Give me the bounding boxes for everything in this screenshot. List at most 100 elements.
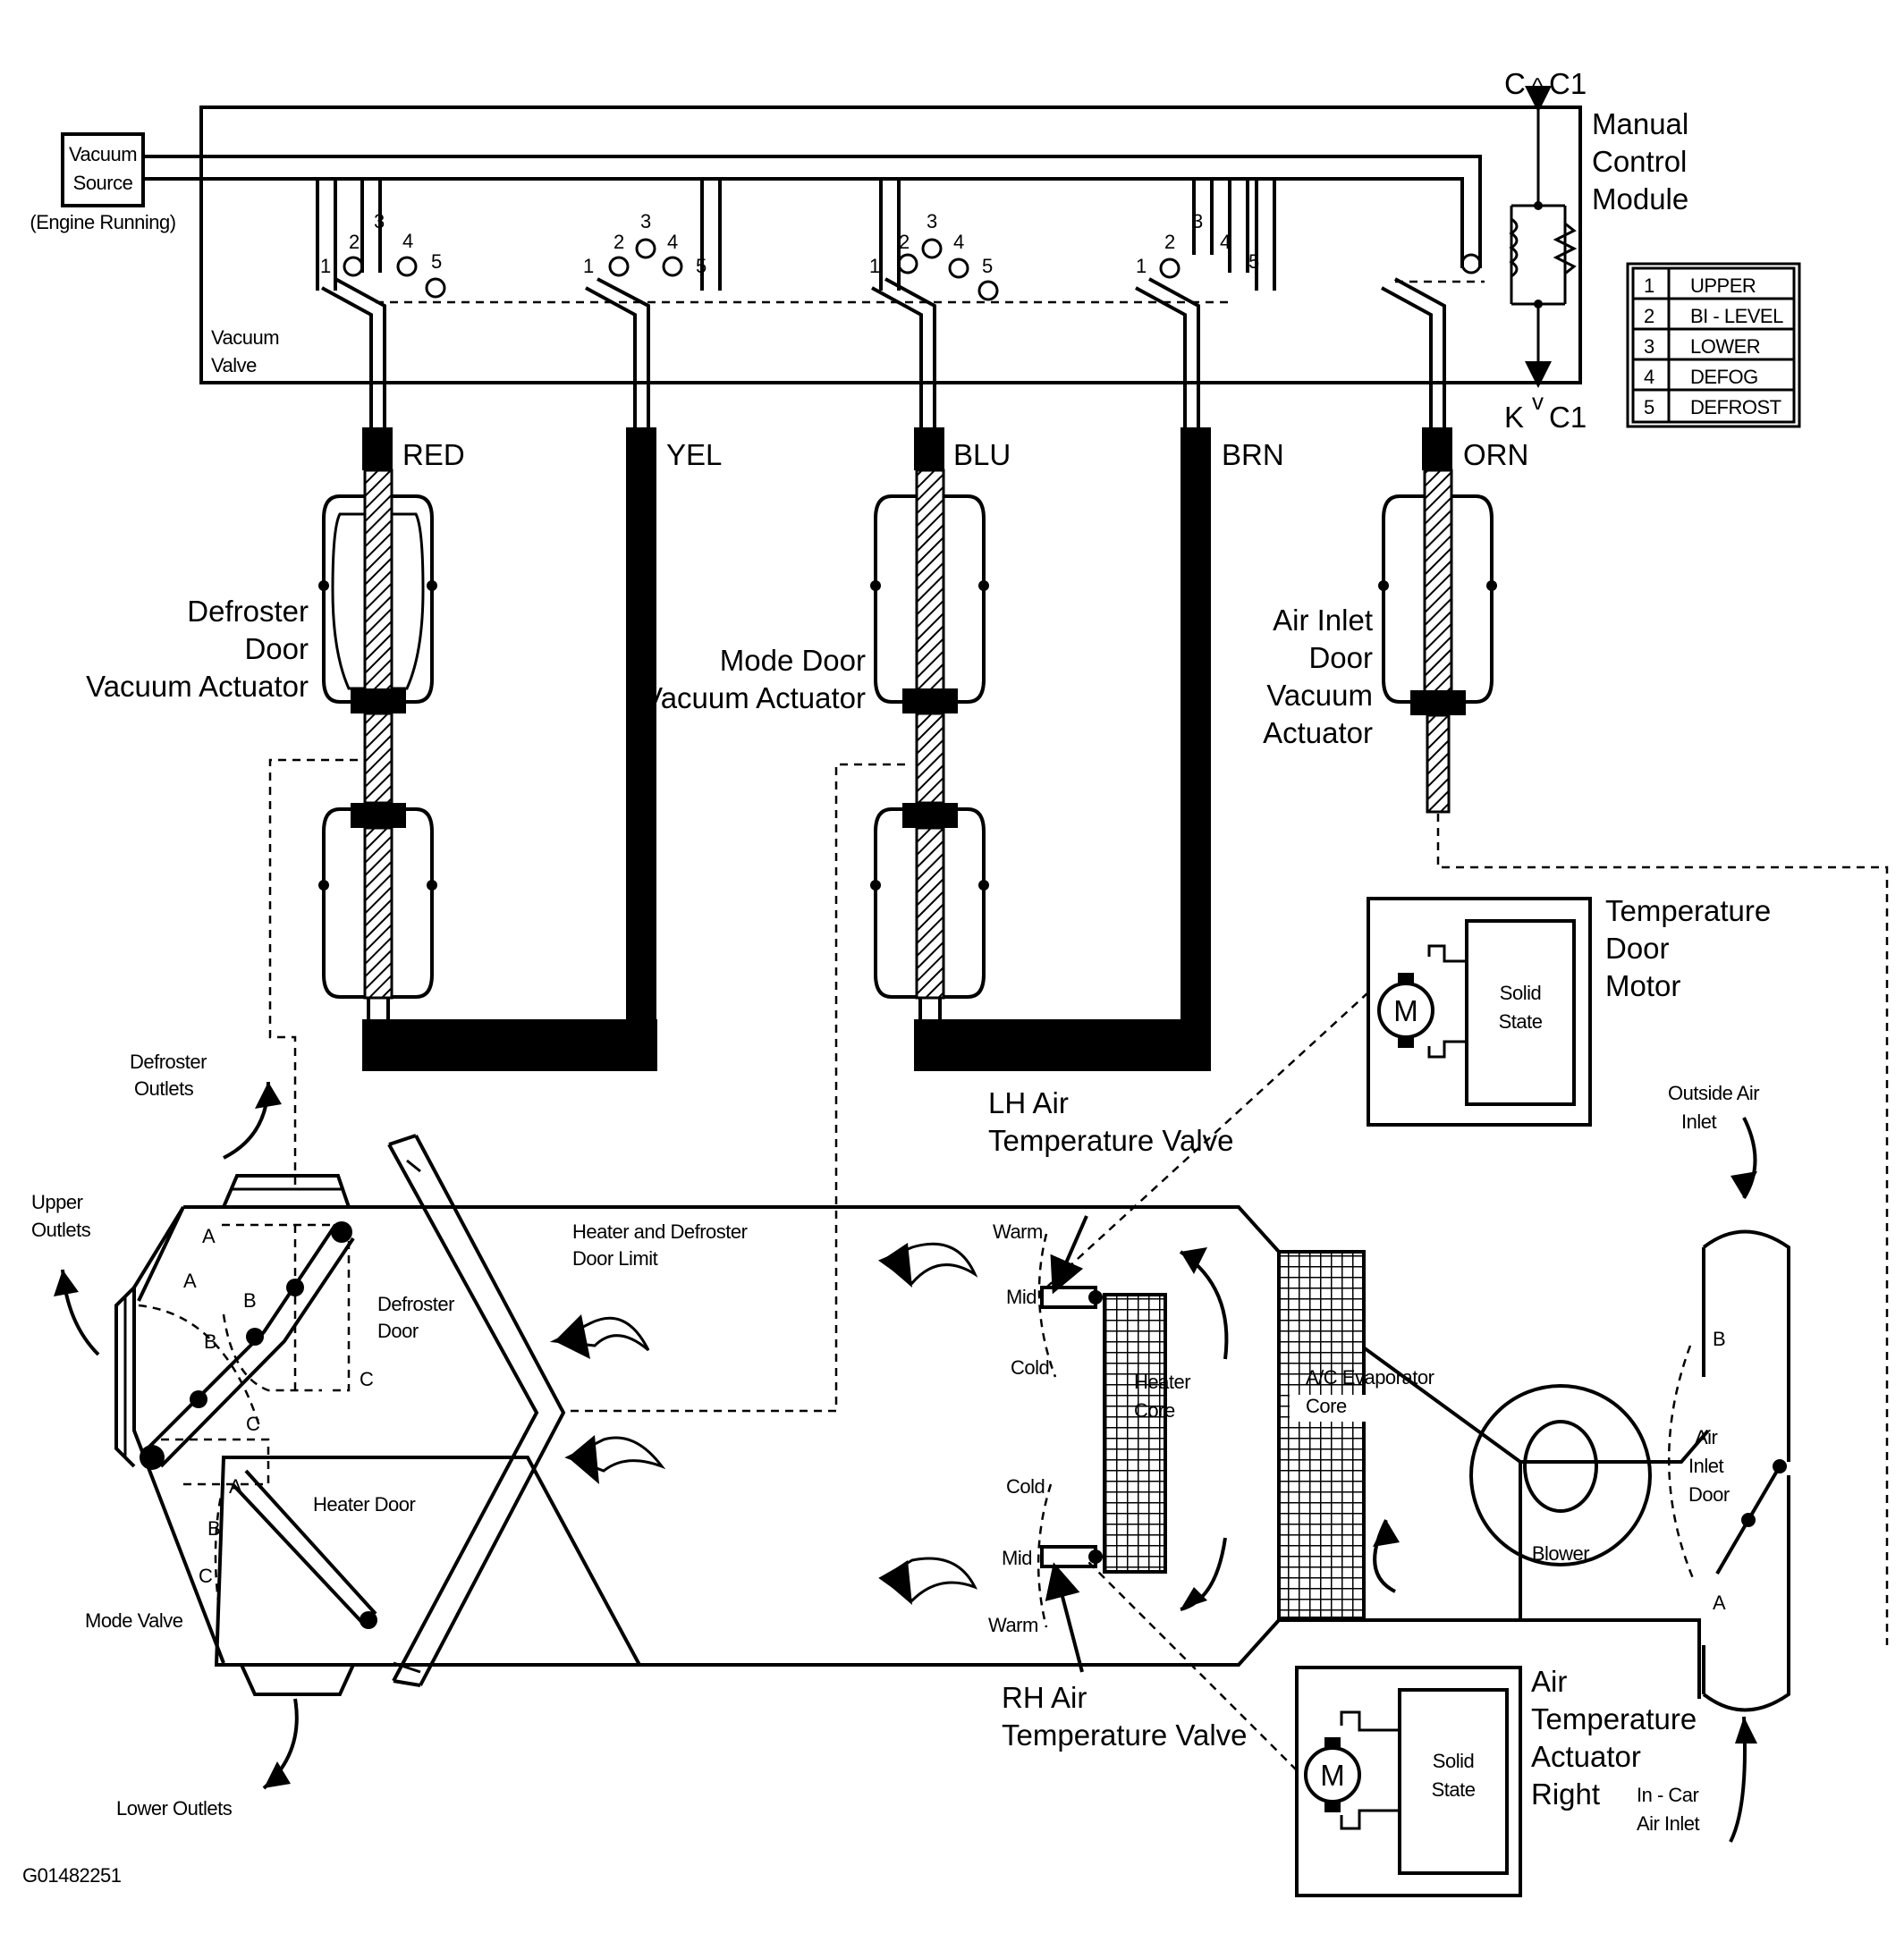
port-5-label: 5 [431, 250, 442, 273]
lower-outlets-label: Lower Outlets [116, 1797, 233, 1820]
heater-core-label-2: Core [1134, 1399, 1175, 1422]
vacuum-manifold [143, 155, 1482, 291]
hose-blu-label: BLU [953, 438, 1011, 471]
port-1-label: 1 [320, 255, 331, 277]
defroster-outlets-label-1: Defroster [130, 1051, 207, 1073]
port-3-label: 3 [640, 210, 651, 232]
legend-mode-lower: LOWER [1690, 335, 1760, 358]
temperature-door-motor: M Solid State [1367, 897, 1592, 1127]
caret-up: ^ [1532, 72, 1544, 99]
linkage-lines [268, 758, 1889, 1771]
air-temperature-actuator-right: M Solid State [1295, 1666, 1522, 1897]
blower [1469, 1384, 1652, 1566]
air-temp-actuator-label-1: Air [1531, 1665, 1567, 1698]
hose-orn-label: ORN [1463, 438, 1528, 471]
upper-outlets-label-1: Upper [31, 1191, 83, 1213]
temp-door-motor-label-1: Temperature [1605, 894, 1771, 927]
valve-levers [321, 277, 1485, 434]
air-inlet-actuator-label-4: Actuator [1263, 716, 1373, 749]
air-temp-actuator-label-4: Right [1531, 1777, 1600, 1811]
vacuum-valve-label-2: Valve [211, 354, 257, 376]
port-5-label: 5 [982, 255, 993, 277]
rh-valve-label-1: RH Air [1002, 1681, 1087, 1714]
connector-c1-bottom-label: C1 [1549, 401, 1587, 434]
legend-mode-defrost: DEFROST [1690, 396, 1781, 418]
evaporator-label-1: A/C Evaporator [1306, 1366, 1434, 1389]
manual-control-module-label-1: Manual [1592, 107, 1688, 140]
air-inlet-actuator-label-1: Air Inlet [1273, 604, 1373, 637]
port-4-label: 4 [667, 231, 678, 253]
temp-door-motor-label-3: Motor [1605, 969, 1680, 1002]
vacuum-hoses [362, 427, 1452, 1071]
port-4-label: 4 [402, 230, 413, 252]
legend-num-4: 4 [1644, 366, 1654, 388]
brown-hose [1180, 427, 1211, 1071]
air-inlet-door-label-1: Air [1695, 1426, 1718, 1448]
orange-hose-connector [1422, 427, 1452, 470]
port-2-label: 2 [614, 231, 624, 253]
defroster-actuator-label-3: Vacuum Actuator [86, 670, 309, 703]
port-1-label: 1 [869, 255, 880, 277]
port-1-label: 1 [1136, 255, 1147, 277]
air-inlet-door-label-2: Inlet [1688, 1455, 1723, 1477]
engine-running-label: (Engine Running) [30, 211, 175, 233]
pos-c-label: C [360, 1368, 374, 1390]
solid-state-label-1: Solid [1433, 1750, 1474, 1772]
defroster-actuator-label-1: Defroster [187, 595, 309, 628]
port-5-label: 5 [696, 255, 707, 277]
pos-a-label: A [202, 1225, 216, 1247]
port-2-label: 2 [349, 231, 360, 253]
solid-state-label-2: State [1432, 1778, 1476, 1801]
heater-core [1103, 1293, 1167, 1574]
temp-door-motor-label-2: Door [1605, 932, 1670, 965]
legend-mode-upper: UPPER [1690, 274, 1756, 297]
defroster-outlet [222, 1174, 351, 1208]
rh-mid-label: Mid [1002, 1547, 1032, 1569]
hose-yel-label: YEL [666, 438, 722, 471]
air-temp-actuator-label-3: Actuator [1531, 1740, 1641, 1773]
blower-label: Blower [1532, 1542, 1589, 1565]
yellow-hose [626, 427, 656, 1071]
defroster-door-label-1: Defroster [377, 1293, 454, 1315]
mode-actuator-label-2: Vacuum Actuator [643, 681, 866, 714]
pos-c-label: C [246, 1413, 260, 1435]
port-3-label: 3 [1192, 210, 1203, 232]
vacuum-source-box: Vacuum Source (Engine Running) [30, 132, 176, 233]
vacuum-valve-housing [199, 106, 1582, 384]
control-resistor [1509, 107, 1578, 383]
port-4-label: 4 [953, 231, 964, 253]
heater-defroster-door-limit [387, 1134, 566, 1687]
mode-legend-table: 1 UPPER 2 BI - LEVEL 3 LOWER 4 DEFOG 5 D… [1626, 262, 1801, 428]
caret-down: v [1532, 388, 1544, 415]
mode-actuator-label-1: Mode Door [720, 644, 866, 677]
inlet-pos-a-label: A [1713, 1592, 1726, 1614]
legend-mode-bilevel: BI - LEVEL [1690, 305, 1783, 327]
solid-state-label-2: State [1499, 1010, 1543, 1033]
port-2-label: 2 [899, 231, 910, 253]
figure-id-label: G01482251 [22, 1864, 122, 1887]
air-temp-actuator-label-2: Temperature [1531, 1702, 1697, 1735]
rh-cold-label: Cold [1006, 1475, 1045, 1498]
lower-outlet [240, 1664, 355, 1696]
motor-m-icon: M [1393, 994, 1418, 1027]
defroster-door [138, 1221, 355, 1486]
mode-valve-label: Mode Valve [85, 1609, 183, 1632]
heater-door-label: Heater Door [313, 1493, 416, 1516]
airflow-arrows [54, 1081, 1757, 1843]
lh-mid-label: Mid [1006, 1286, 1037, 1308]
port-3-label: 3 [374, 210, 385, 232]
motor-m-icon: M [1320, 1759, 1345, 1792]
air-inlet-actuator-label-2: Door [1308, 641, 1373, 674]
upper-outlet [114, 1286, 136, 1468]
legend-num-3: 3 [1644, 335, 1654, 358]
valve-ports [343, 238, 1482, 301]
port-1-label: 1 [583, 255, 594, 277]
hvac-case [132, 1205, 1710, 1699]
evaporator-label-2: Core [1306, 1395, 1347, 1417]
blu-brn-return-hose [914, 1019, 1209, 1071]
rh-valve-label-2: Temperature Valve [1002, 1718, 1248, 1752]
mode-vacuum-actuator [870, 469, 989, 1019]
door-limit-label-1: Heater and Defroster [572, 1220, 748, 1243]
